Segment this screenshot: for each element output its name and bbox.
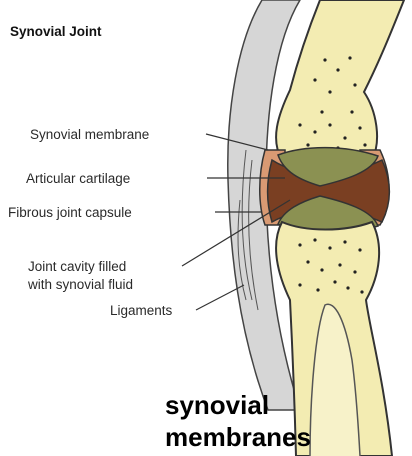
caption-line1: synovial <box>165 390 269 420</box>
label-articular-cartilage: Articular cartilage <box>26 170 130 187</box>
label-joint-cavity-line1: Joint cavity filled <box>28 258 126 275</box>
label-synovial-membrane: Synovial membrane <box>30 126 149 143</box>
caption-line2: membranes <box>165 422 311 452</box>
label-fibrous-joint-capsule: Fibrous joint capsule <box>8 204 132 221</box>
label-ligaments: Ligaments <box>110 302 172 319</box>
upper-bone <box>276 0 404 160</box>
diagram-title: Synovial Joint <box>10 24 102 39</box>
label-joint-cavity-line2: with synovial fluid <box>28 276 133 293</box>
